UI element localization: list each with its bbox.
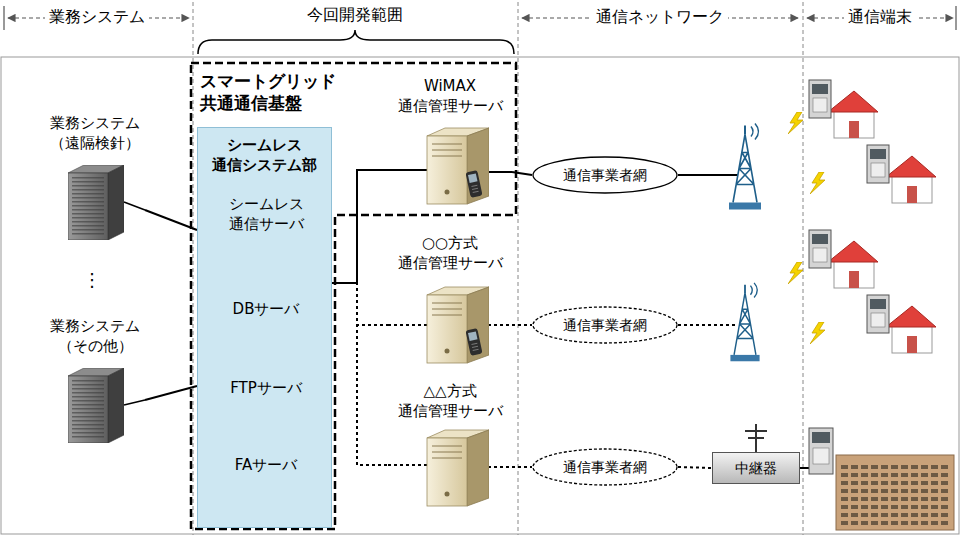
relay-box: 中継器 <box>712 452 800 484</box>
outline <box>533 449 677 485</box>
network-ellipse: 通信事業者網 <box>532 306 678 344</box>
house-with-meter <box>867 145 936 203</box>
server-label: WiMAX 通信管理サーバ <box>388 75 512 212</box>
node-text: △△方式 通信管理サーバ <box>392 382 508 421</box>
lightning-bolt <box>788 112 803 134</box>
lightning-bolt <box>788 262 803 284</box>
connector <box>332 283 388 325</box>
phone-icon <box>465 328 482 356</box>
node-text: 業務システム （遠隔検針） <box>49 114 141 153</box>
outline <box>533 157 677 193</box>
server-label: 業務システム （その他） <box>45 315 145 445</box>
connector <box>512 324 532 326</box>
connector <box>678 467 712 468</box>
node-text: 通信事業者網 <box>563 316 647 334</box>
ellipsis-mark: ⋮ <box>79 268 105 291</box>
column-header: 通信端末 <box>844 7 916 28</box>
server-label: DBサーバ <box>206 298 326 368</box>
server-icon <box>427 430 489 506</box>
column-dividers <box>193 2 803 535</box>
wire <box>124 202 145 405</box>
server-icon <box>427 128 489 204</box>
house-with-meter <box>809 230 878 288</box>
node-text: DBサーバ <box>210 300 322 320</box>
node-text: 業務システム （その他） <box>49 317 141 356</box>
connector <box>145 210 197 230</box>
column-header: 通信ネットワーク <box>592 7 728 28</box>
system-panel: シームレス 通信システム部シームレス 通信サーバ DBサーバ FTPサーバ FAサーバ <box>197 127 332 528</box>
frame <box>1 57 959 534</box>
server-icon <box>68 368 124 443</box>
network-ellipse: 通信事業者網 <box>532 448 678 486</box>
house-with-meter <box>809 80 878 138</box>
server-label: 業務システム （遠隔検針） <box>45 112 145 242</box>
connector <box>332 283 388 465</box>
wire <box>678 324 738 326</box>
node-text: スマートグリッド 共通通信基盤 <box>200 70 350 114</box>
server-label: FAサーバ <box>206 454 326 526</box>
node-text: シームレス 通信システム部 <box>202 136 327 175</box>
node-text: FAサーバ <box>210 456 322 476</box>
lightning-bolt <box>810 322 825 344</box>
header-arrows <box>4 6 956 30</box>
antenna-tower <box>730 283 759 361</box>
node-text: 中継器 <box>735 459 777 477</box>
node-text: ○○方式 通信管理サーバ <box>392 234 508 273</box>
relay-antenna <box>745 424 767 452</box>
server-icon <box>68 165 124 240</box>
wire <box>678 174 738 176</box>
node-text: シームレス 通信サーバ <box>210 195 322 234</box>
server-label: シームレス 通信サーバ <box>206 193 326 293</box>
scope-brace <box>198 30 514 54</box>
network-ellipse: 通信事業者網 <box>532 156 678 194</box>
building-with-meter <box>809 428 954 530</box>
server-icon <box>427 287 489 363</box>
server-label: ○○方式 通信管理サーバ <box>388 232 512 368</box>
node-text: FTPサーバ <box>210 379 322 399</box>
connector <box>145 386 197 400</box>
lightning-bolt <box>810 172 825 194</box>
connector <box>512 466 532 468</box>
server-label: △△方式 通信管理サーバ <box>388 380 512 512</box>
outline <box>533 307 677 343</box>
server-label: FTPサーバ <box>206 377 326 449</box>
node-text: WiMAX 通信管理サーバ <box>392 77 508 116</box>
phone-icon <box>465 170 482 198</box>
column-header: 今回開発範囲 <box>303 5 407 26</box>
antenna-tower <box>729 124 761 210</box>
node-text: 通信事業者網 <box>563 166 647 184</box>
wire <box>800 467 809 469</box>
column-header: 業務システム <box>45 7 149 28</box>
connector <box>332 170 388 283</box>
house-with-meter <box>867 295 936 353</box>
node-text: 通信事業者網 <box>563 458 647 476</box>
outline <box>191 63 516 529</box>
dev-scope-region: スマートグリッド 共通通信基盤シームレス 通信システム部シームレス 通信サーバ D… <box>190 62 517 530</box>
